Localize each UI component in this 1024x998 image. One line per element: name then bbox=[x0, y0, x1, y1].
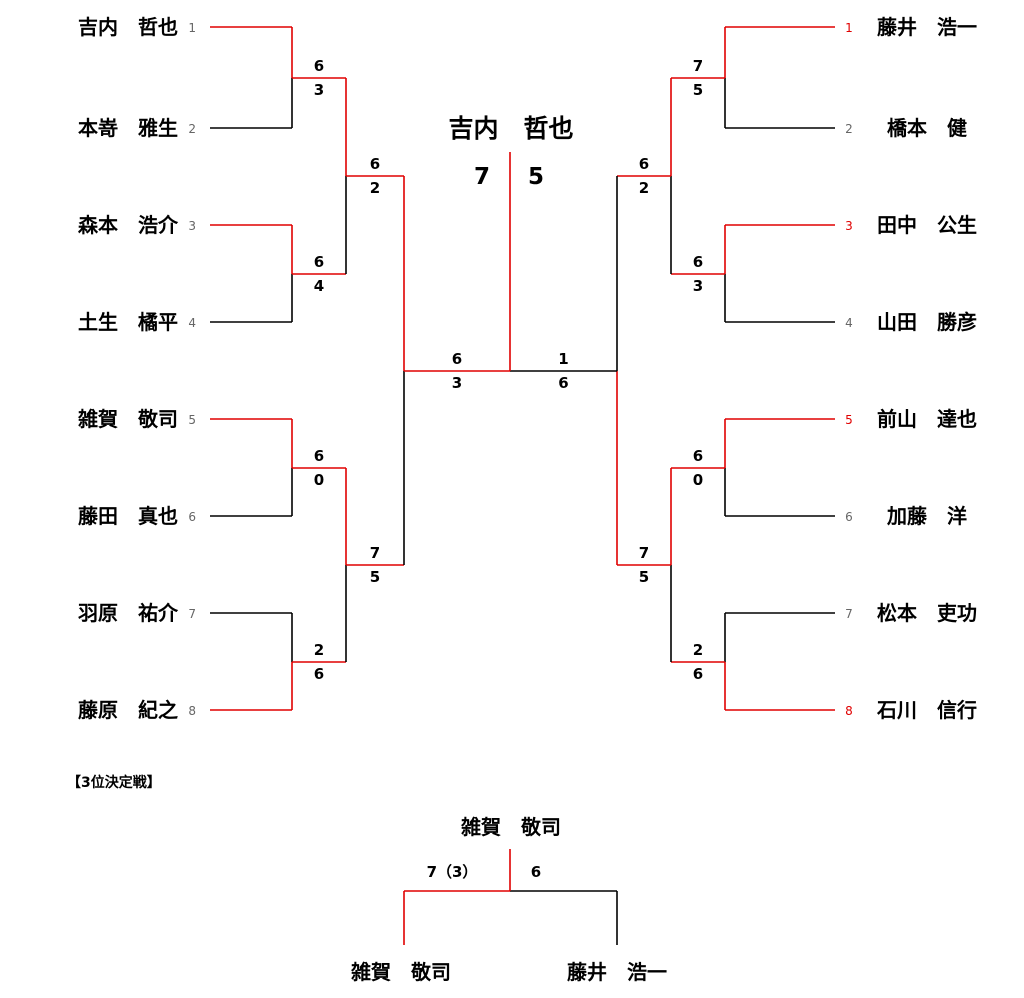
left-left-r2-score-bottom: 5 bbox=[370, 568, 380, 586]
right-right-r1-score-top: 2 bbox=[693, 641, 703, 659]
right-semifinal-score-bottom: 6 bbox=[558, 374, 568, 392]
right-seed-number: 4 bbox=[845, 316, 853, 330]
right-seed-number: 8 bbox=[845, 704, 853, 718]
left-player-name: 森本 浩介 bbox=[78, 213, 179, 237]
right-player-name: 前山 達也 bbox=[877, 407, 977, 431]
right-semifinal-score-top: 1 bbox=[558, 350, 568, 368]
third-place-player-left: 雑賀 敬司 bbox=[350, 960, 451, 984]
right-right-r1-score-bottom: 0 bbox=[693, 471, 703, 489]
right-right-r2-score-bottom: 5 bbox=[639, 568, 649, 586]
right-right-r1-score-bottom: 5 bbox=[693, 81, 703, 99]
left-player-name: 吉内 哲也 bbox=[78, 15, 178, 39]
right-seed-number: 1 bbox=[845, 21, 853, 35]
left-seed-number: 6 bbox=[188, 510, 196, 524]
left-semifinal-score-bottom: 3 bbox=[452, 374, 462, 392]
left-left-r1-score-bottom: 6 bbox=[314, 665, 324, 683]
right-right-r2-score-top: 7 bbox=[639, 544, 649, 562]
champion-score-right: 5 bbox=[528, 164, 544, 190]
right-player-name: 藤井 浩一 bbox=[876, 15, 977, 39]
left-seed-number: 2 bbox=[188, 122, 196, 136]
bracket-lines bbox=[210, 26, 835, 945]
left-player-name: 藤田 真也 bbox=[77, 504, 178, 528]
third-place-player-right: 藤井 浩一 bbox=[566, 960, 667, 984]
left-player-name: 藤原 紀之 bbox=[77, 698, 178, 722]
right-seed-number: 6 bbox=[845, 510, 853, 524]
left-seed-number: 7 bbox=[188, 607, 196, 621]
left-left-r2-score-bottom: 2 bbox=[370, 179, 380, 197]
right-seed-number: 5 bbox=[845, 413, 853, 427]
right-player-name: 加藤 洋 bbox=[886, 504, 967, 528]
left-semifinal-score-top: 6 bbox=[452, 350, 462, 368]
right-right-r1-score-top: 6 bbox=[693, 447, 703, 465]
third-place-score-left: 7（3） bbox=[427, 863, 478, 881]
third-place-winner-name: 雑賀 敬司 bbox=[460, 815, 561, 839]
right-player-name: 石川 信行 bbox=[876, 698, 977, 722]
champion-name: 吉内 哲也 bbox=[448, 114, 573, 143]
third-place-heading: 【3位決定戦】 bbox=[67, 774, 161, 791]
left-left-r1-score-bottom: 0 bbox=[314, 471, 324, 489]
left-left-r1-score-bottom: 3 bbox=[314, 81, 324, 99]
right-right-r2-score-top: 6 bbox=[639, 155, 649, 173]
right-right-r1-score-bottom: 3 bbox=[693, 277, 703, 295]
left-seed-number: 8 bbox=[188, 704, 196, 718]
left-left-r1-score-top: 6 bbox=[314, 253, 324, 271]
left-left-r2-score-top: 6 bbox=[370, 155, 380, 173]
left-seed-number: 5 bbox=[188, 413, 196, 427]
left-left-r2-score-top: 7 bbox=[370, 544, 380, 562]
champion-score-left: 7 bbox=[474, 164, 490, 190]
left-left-r1-score-top: 2 bbox=[314, 641, 324, 659]
left-player-name: 土生 橘平 bbox=[78, 310, 178, 334]
left-seed-number: 4 bbox=[188, 316, 196, 330]
right-seed-number: 7 bbox=[845, 607, 853, 621]
left-seed-number: 1 bbox=[188, 21, 196, 35]
right-player-name: 田中 公生 bbox=[877, 213, 977, 237]
right-right-r1-score-bottom: 6 bbox=[693, 665, 703, 683]
third-place-score-right: 6 bbox=[531, 863, 541, 881]
left-left-r1-score-bottom: 4 bbox=[314, 277, 324, 295]
right-player-name: 橋本 健 bbox=[887, 116, 967, 140]
left-left-r1-score-top: 6 bbox=[314, 447, 324, 465]
left-player-name: 雑賀 敬司 bbox=[77, 407, 178, 431]
left-seed-number: 3 bbox=[188, 219, 196, 233]
right-player-name: 松本 吏功 bbox=[877, 601, 977, 625]
right-right-r1-score-top: 6 bbox=[693, 253, 703, 271]
right-seed-number: 3 bbox=[845, 219, 853, 233]
right-right-r1-score-top: 7 bbox=[693, 57, 703, 75]
left-player-name: 本嵜 雅生 bbox=[78, 116, 178, 140]
right-right-r2-score-bottom: 2 bbox=[639, 179, 649, 197]
right-seed-number: 2 bbox=[845, 122, 853, 136]
bracket-labels: 吉内 哲也 7 5 【3位決定戦】 雑賀 敬司 7（3） 6 雑賀 敬司 藤井 … bbox=[67, 15, 977, 984]
left-player-name: 羽原 祐介 bbox=[78, 601, 179, 625]
left-left-r1-score-top: 6 bbox=[314, 57, 324, 75]
right-player-name: 山田 勝彦 bbox=[877, 310, 977, 334]
